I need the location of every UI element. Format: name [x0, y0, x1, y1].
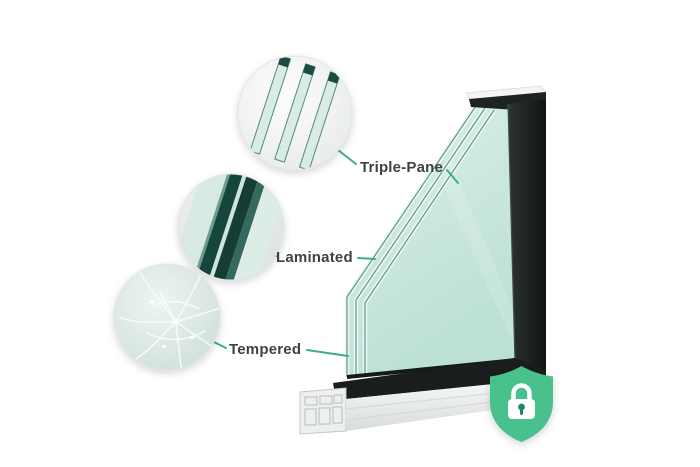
- laminated-glass-photo: [178, 174, 284, 280]
- connector-laminated-to-glass: [357, 257, 376, 260]
- frame-right-jamb: [508, 100, 546, 374]
- frame-bottom-sash: [333, 358, 546, 400]
- glass-pane-face: [347, 100, 517, 377]
- laminated-photo-circle: [177, 173, 285, 281]
- connector-triple-pane-from-circle: [337, 149, 357, 165]
- crack-lines: [119, 267, 220, 370]
- connector-tempered-from-circle: [213, 341, 227, 349]
- window-cross-section-illustration: [299, 85, 547, 435]
- glass-shards: [149, 299, 196, 348]
- triple-pane-photo-circle: [237, 55, 353, 171]
- connector-triple-pane-to-glass: [446, 169, 459, 184]
- tempered-glass-photo: [119, 267, 220, 370]
- pvc-profile-chambers: [304, 394, 343, 426]
- glass-reflection-highlight: [436, 162, 517, 352]
- frame-jamb-inner-edge: [507, 103, 516, 362]
- tempered-label: Tempered: [229, 341, 302, 358]
- security-shield-badge: [490, 366, 553, 442]
- tempered-photo-circle: [113, 263, 221, 371]
- triple-pane-glass-photo: [249, 56, 341, 170]
- lock-icon: [508, 383, 535, 419]
- triple-pane-label: Triple-Pane: [360, 159, 444, 176]
- connector-tempered-to-glass: [306, 349, 349, 357]
- laminated-label: Laminated: [276, 249, 353, 266]
